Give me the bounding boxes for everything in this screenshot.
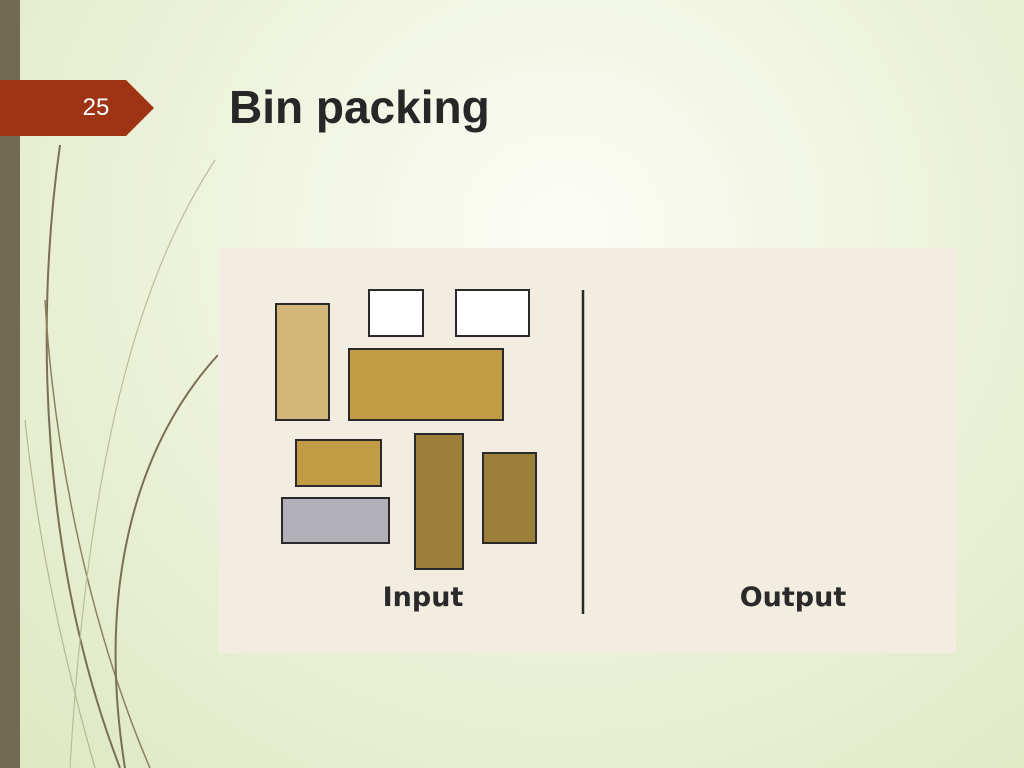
item-tall-brown: [414, 433, 464, 570]
output-label: Output: [739, 582, 847, 613]
bin-packing-diagram: [275, 289, 585, 614]
slide-number-badge: [0, 80, 154, 136]
item-tall-tan: [275, 303, 330, 421]
item-wide-white: [455, 289, 530, 337]
bin-packing-figure: Input Output: [218, 248, 956, 653]
input-label: Input: [382, 582, 464, 613]
item-small-white: [368, 289, 424, 337]
item-medium-brown: [482, 452, 537, 544]
left-accent-bar: [0, 0, 20, 768]
slide-number: 25: [82, 94, 110, 121]
slide-title: Bin packing: [229, 81, 490, 133]
item-large-gold: [348, 348, 504, 421]
item-gray: [281, 497, 390, 544]
item-small-gold: [295, 439, 382, 487]
